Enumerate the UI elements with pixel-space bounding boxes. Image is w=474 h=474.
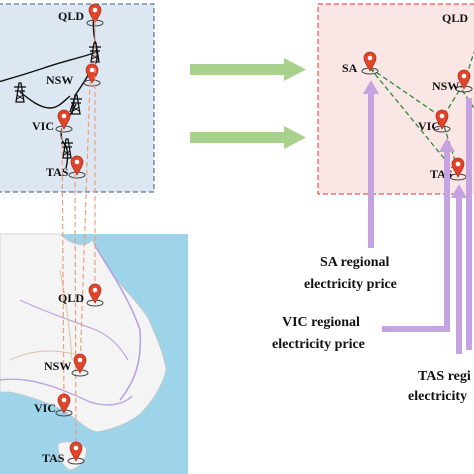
transmission-line xyxy=(60,127,69,169)
map-label-tas: TAS xyxy=(42,451,65,465)
qld-price-arrow xyxy=(466,98,472,350)
sa-price-arrow xyxy=(363,80,379,248)
map-road xyxy=(19,299,129,361)
vic-price-label-line2: electricity price xyxy=(272,337,365,352)
transfer-arrow-bottom xyxy=(190,126,306,149)
map-road xyxy=(93,243,142,401)
sa-price-label-line2: electricity price xyxy=(304,277,397,292)
vic-price-arrow xyxy=(382,138,455,332)
map-road xyxy=(0,378,133,406)
tas-price-label: TAS regi electricity xyxy=(408,369,474,404)
transmission-line xyxy=(0,51,98,83)
map-label-vic: VIC xyxy=(34,401,56,415)
transmission-line xyxy=(19,91,71,109)
tas-price-arrow xyxy=(451,184,467,354)
node-label-tas: TAS xyxy=(46,165,69,179)
transfer-arrow-top xyxy=(190,58,306,81)
vic-price-label-line1: VIC regional xyxy=(282,315,360,330)
vic-price-label: VIC regional electricity price xyxy=(272,315,365,352)
map-road xyxy=(9,350,81,361)
sa-price-label-line1: SA regional xyxy=(320,255,389,270)
market-node-label-vic: VIC xyxy=(418,119,440,133)
node-label-vic: VIC xyxy=(32,119,54,133)
node-label-qld: QLD xyxy=(58,9,84,23)
market-node-label-qld: QLD xyxy=(442,11,468,25)
tas-price-label-line1: TAS regi xyxy=(418,369,471,384)
market-node-label-sa: SA xyxy=(342,61,358,75)
map-label-nsw: NSW xyxy=(44,359,71,373)
node-label-nsw: NSW xyxy=(46,73,73,87)
map-label-qld: QLD xyxy=(58,291,84,305)
market-node-label-nsw: NSW xyxy=(432,79,459,93)
projection-line xyxy=(61,127,65,407)
tas-price-label-line2: electricity xyxy=(408,389,467,404)
sa-price-label: SA regional electricity price xyxy=(304,255,397,292)
projection-line xyxy=(74,173,77,457)
map-road xyxy=(59,269,73,361)
transmission-line xyxy=(69,67,93,113)
